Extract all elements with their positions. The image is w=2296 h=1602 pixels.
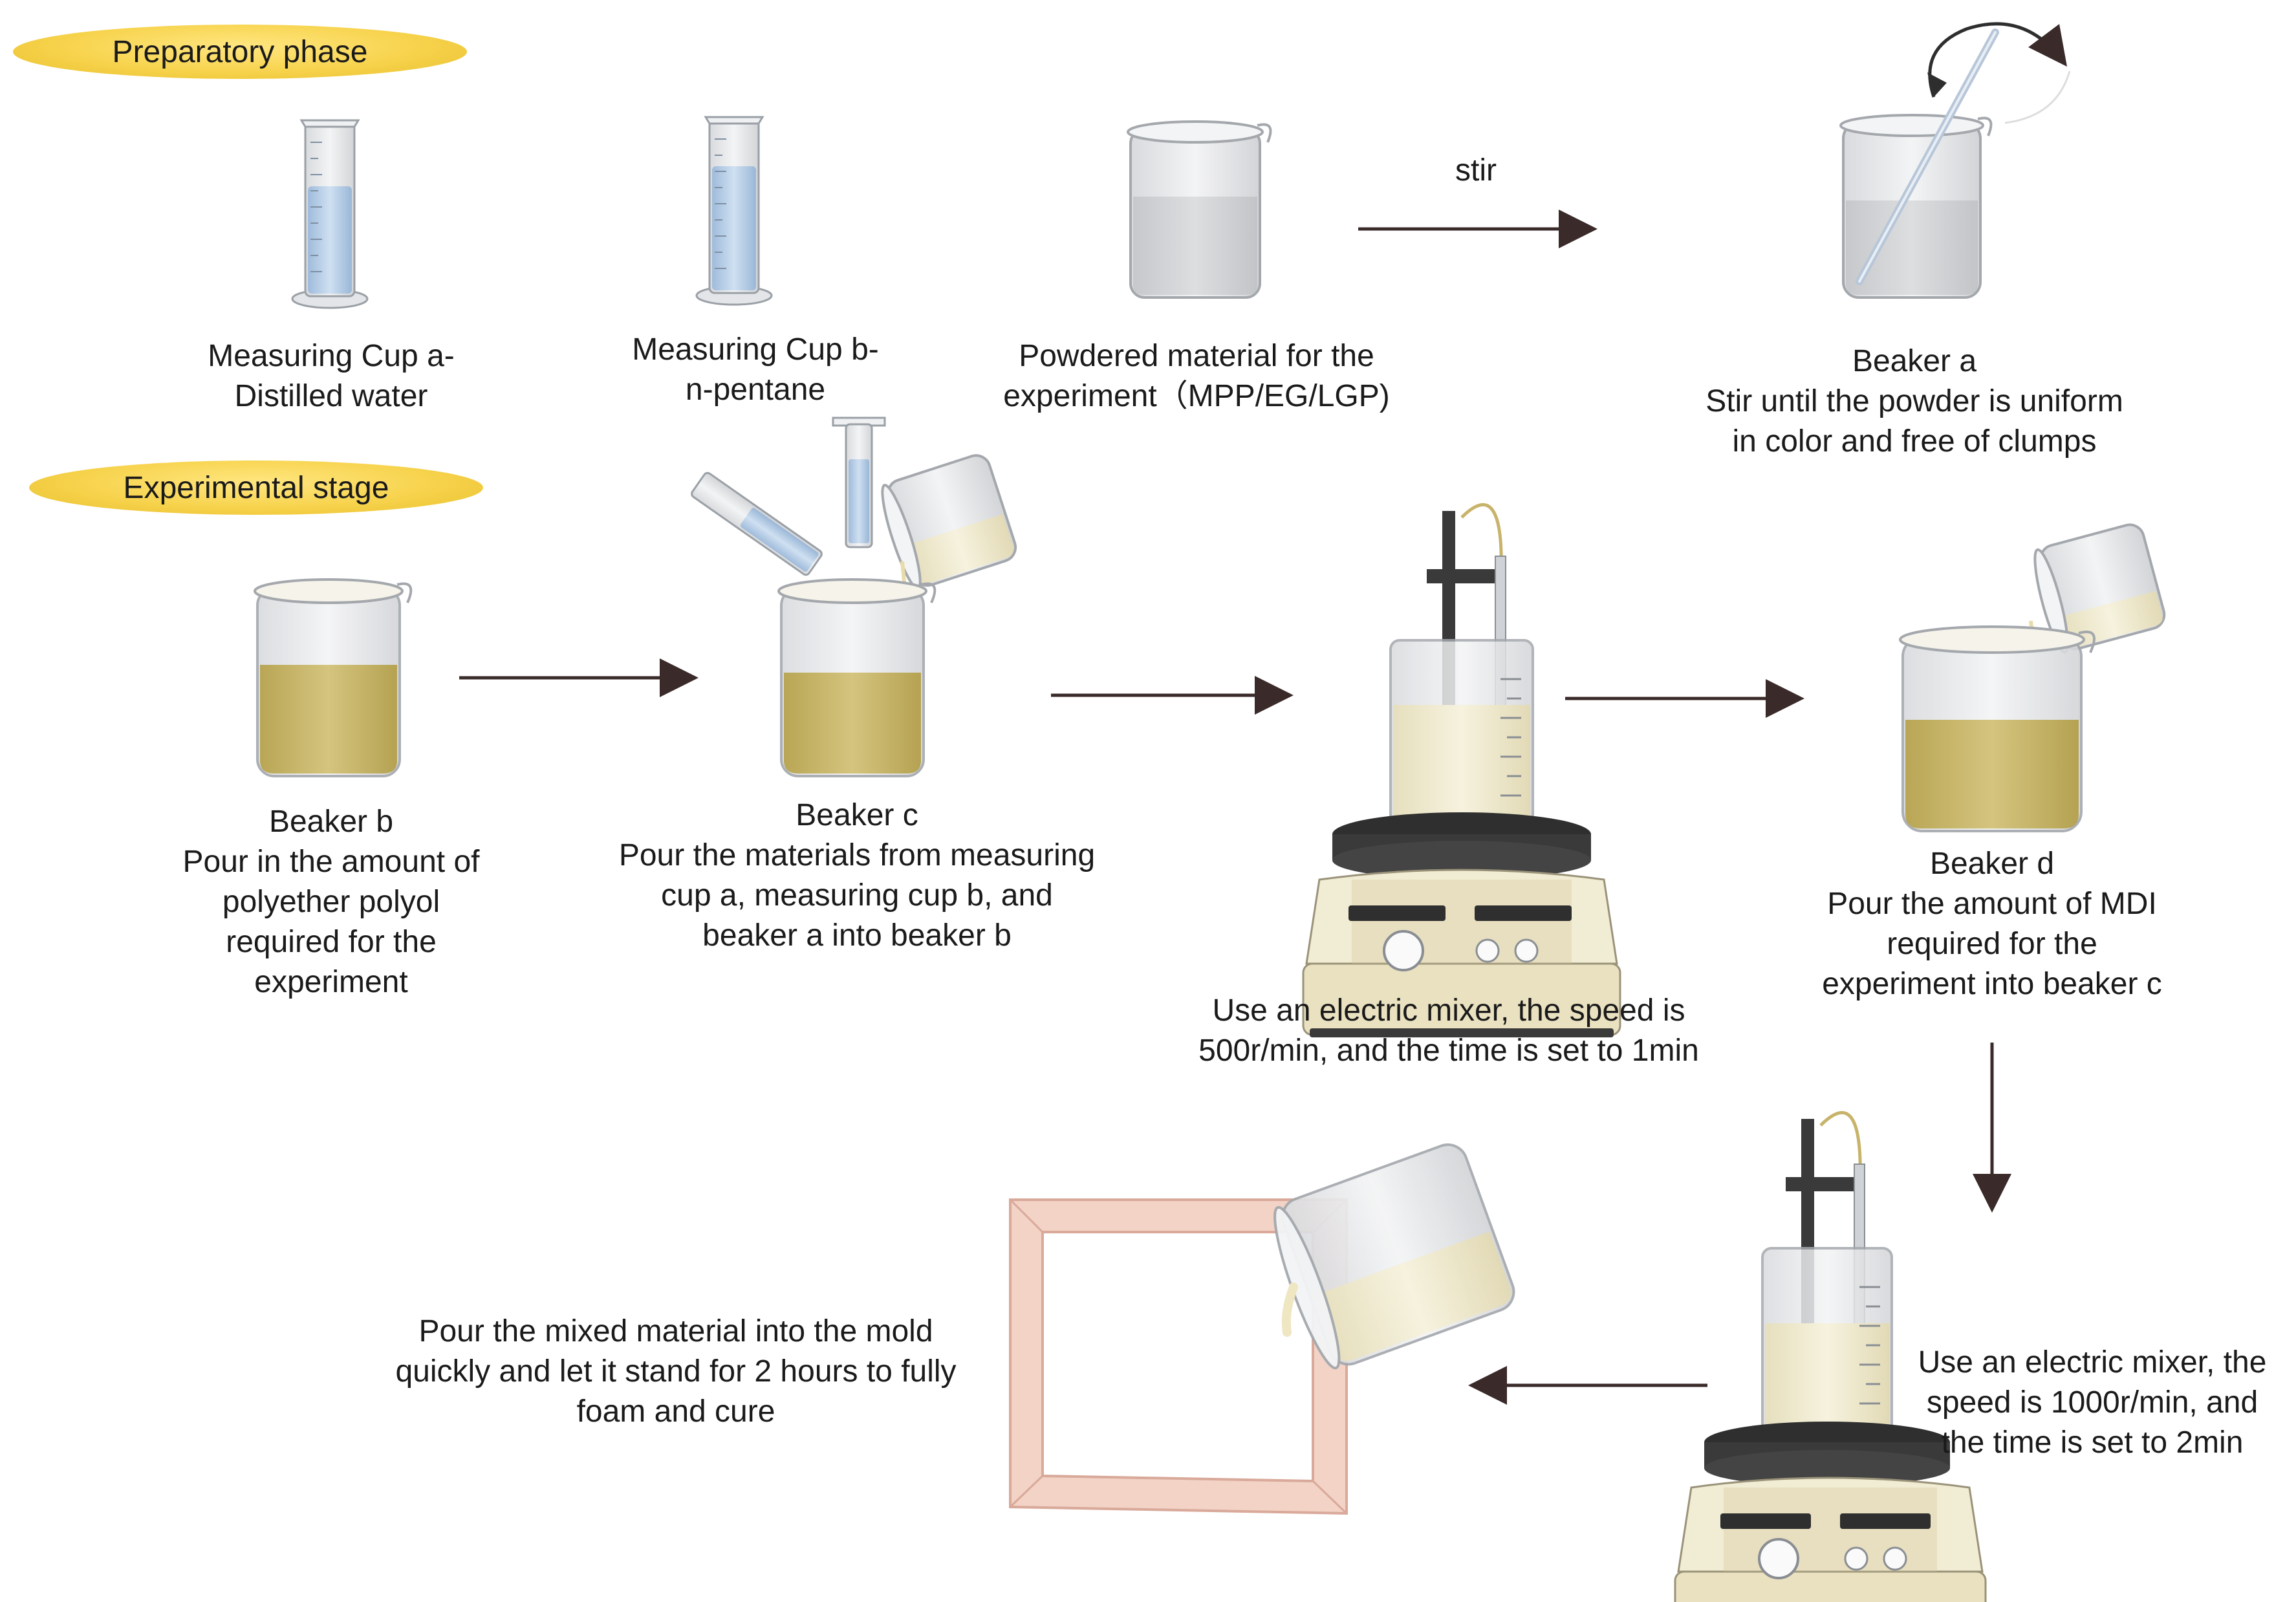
upright-cylinder-icon <box>832 417 886 548</box>
caption-line: experiment <box>254 965 408 999</box>
mixer-1-caption: Use an electric mixer, the speed is 500r… <box>1164 991 1733 1071</box>
caption-line: Beaker c <box>796 798 918 832</box>
caption-line: 500r/min, and the time is set to 1min <box>1198 1034 1699 1068</box>
measuring-cup-a-icon <box>291 119 369 309</box>
caption-line: Pour the mixed material into the mold <box>418 1314 933 1348</box>
caption-line: speed is 1000r/min, and <box>1926 1385 2258 1420</box>
beaker-c-caption: Beaker c Pour the materials from measuri… <box>582 796 1132 956</box>
experimental-stage-badge: Experimental stage <box>29 460 483 515</box>
measuring-cup-b-icon <box>695 116 773 306</box>
caption-line: n-pentane <box>685 373 826 407</box>
caption-line: Beaker a <box>1852 344 1977 378</box>
powder-caption: Powdered material for the experiment（MPP… <box>944 336 1449 417</box>
caption-line: Measuring Cup a- <box>208 339 455 373</box>
caption-line: Use an electric mixer, the speed is <box>1212 993 1685 1028</box>
mixer-2-caption: Use an electric mixer, the speed is 1000… <box>1898 1343 2286 1463</box>
caption-line: Measuring Cup b- <box>632 332 879 367</box>
beaker-d-icon <box>1899 625 2096 832</box>
beaker-b-caption: Beaker b Pour in the amount of polyether… <box>111 802 551 1002</box>
powder-beaker-icon <box>1127 120 1272 299</box>
beaker-c-icon <box>777 578 937 777</box>
caption-line: foam and cure <box>576 1394 775 1429</box>
caption-line: experiment（MPP/EG/LGP) <box>1003 379 1390 413</box>
caption-line: beaker a into beaker b <box>702 918 1012 953</box>
pouring-mdi-beaker-icon <box>2033 523 2166 654</box>
stir-label: stir <box>1411 151 1541 191</box>
caption-line: polyether polyol <box>222 885 440 919</box>
cup-a-caption: Measuring Cup a- Distilled water <box>137 336 525 417</box>
caption-line: in color and free of clumps <box>1732 424 2097 459</box>
preparatory-phase-label: Preparatory phase <box>112 34 368 69</box>
caption-line: Beaker d <box>1929 847 2055 881</box>
preparatory-phase-badge: Preparatory phase <box>13 25 467 79</box>
caption-line: Use an electric mixer, the <box>1918 1345 2267 1380</box>
cup-b-caption: Measuring Cup b- n-pentane <box>561 330 949 410</box>
caption-line: cup a, measuring cup b, and <box>661 878 1053 913</box>
caption-line: quickly and let it stand for 2 hours to … <box>395 1354 957 1389</box>
pouring-cylinder-icon <box>691 471 823 576</box>
beaker-a-caption: Beaker a Stir until the powder is unifor… <box>1656 341 2173 462</box>
experimental-stage-label: Experimental stage <box>123 470 389 505</box>
caption-line: experiment into beaker c <box>1822 967 2162 1001</box>
stir-text: stir <box>1455 153 1497 188</box>
caption-line: Powdered material for the <box>1019 339 1374 373</box>
caption-line: Beaker b <box>268 805 394 839</box>
beaker-d-caption: Beaker d Pour the amount of MDI required… <box>1746 844 2238 1004</box>
caption-line: the time is set to 2min <box>1941 1425 2244 1460</box>
pouring-mixture-beaker-icon <box>1273 1143 1515 1370</box>
caption-line: Pour in the amount of <box>182 845 480 879</box>
caption-line: Pour the materials from measuring <box>618 838 1096 872</box>
caption-line: required for the <box>1887 927 2097 961</box>
caption-line: Stir until the powder is uniform <box>1706 384 2123 418</box>
electric-mixer-2-icon <box>1674 1111 1987 1602</box>
rotate-arrow-icon <box>1928 22 2068 98</box>
caption-line: Pour the amount of MDI <box>1827 887 2157 921</box>
mold-caption: Pour the mixed material into the mold qu… <box>359 1312 993 1432</box>
beaker-b-icon <box>254 578 413 777</box>
pouring-beaker-icon <box>881 454 1017 590</box>
electric-mixer-1-icon <box>1302 503 1621 1037</box>
caption-line: required for the <box>226 925 437 959</box>
caption-line: Distilled water <box>234 379 428 413</box>
